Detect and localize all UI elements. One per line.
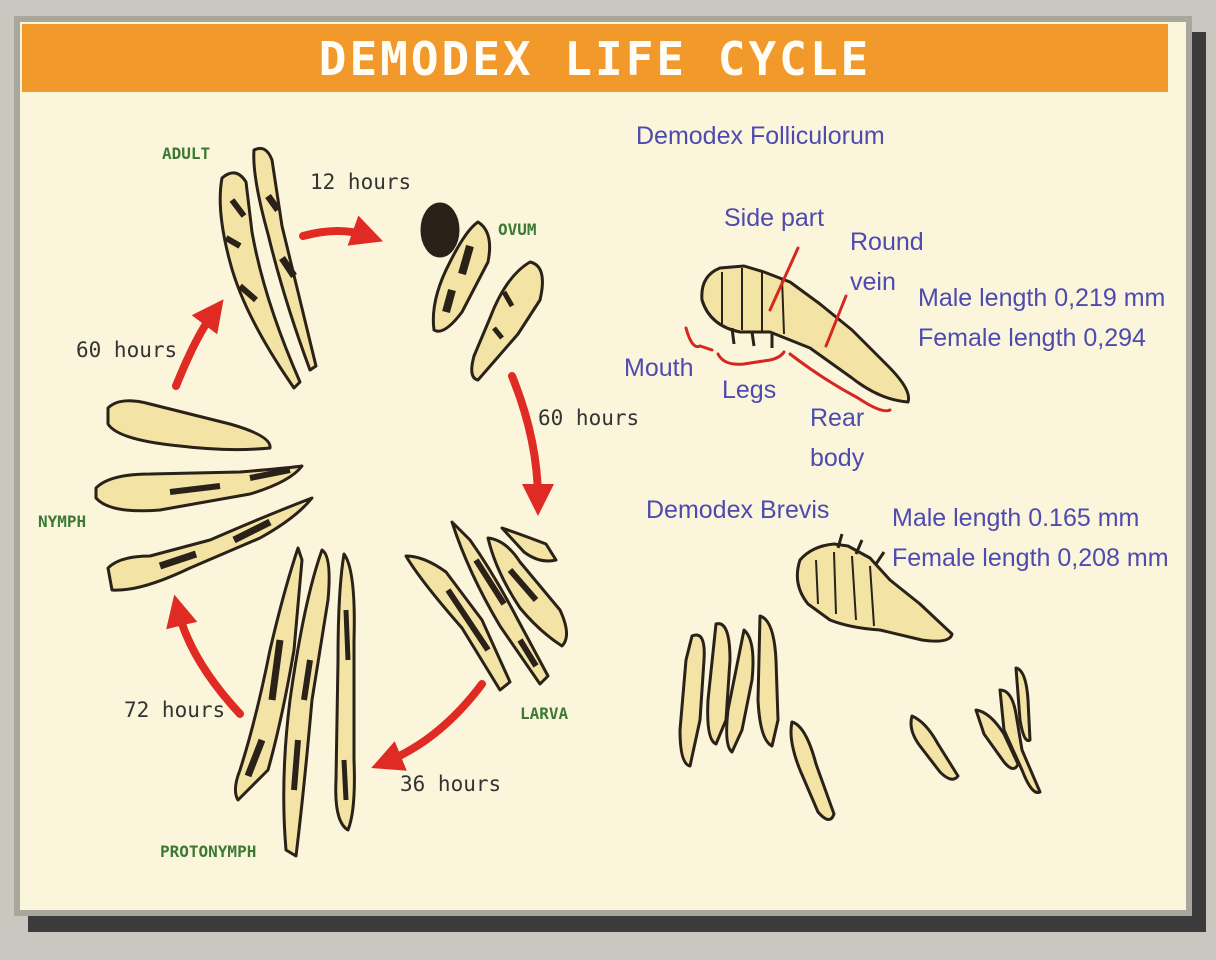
arrow-larva-to-protonymph	[371, 680, 486, 771]
brevis-male-length: Male length 0.165 mm	[892, 504, 1140, 532]
protonymph-mite-1	[233, 546, 304, 802]
ovum-egg	[420, 202, 460, 258]
round-vein-label-line2: vein	[850, 268, 896, 296]
rear-body-label-line2: body	[810, 444, 865, 472]
round-vein-label-line1: Round	[850, 228, 924, 256]
side-part-label: Side part	[724, 204, 825, 232]
rear-body-label-line1: Rear	[810, 404, 865, 432]
folliculorum-callouts	[684, 246, 892, 413]
rear-body-bracket	[788, 352, 892, 413]
legs-bracket	[716, 350, 786, 366]
larva-mite-1	[404, 554, 512, 692]
folliculorum-male-length: Male length 0,219 mm	[918, 284, 1166, 312]
nymph-mite-3	[106, 496, 314, 592]
legs-label: Legs	[722, 376, 777, 404]
title-bar: DEMODEX LIFE CYCLE	[22, 24, 1168, 92]
folliculorum-title: Demodex Folliculorum	[636, 122, 885, 150]
cycle-mites	[94, 146, 568, 858]
arrow-ovum-to-larva	[508, 372, 554, 516]
diagram-card	[14, 16, 1192, 916]
ovum-mite-2	[470, 260, 544, 382]
cycle-arrows	[166, 215, 554, 771]
side-part-pointer	[768, 246, 800, 312]
duration-nymph-to-adult: 60 hours	[76, 338, 178, 362]
duration-adult-to-ovum: 12 hours	[310, 170, 412, 194]
arrow-nymph-to-adult	[172, 299, 224, 390]
duration-ovum-to-larva: 60 hours	[538, 406, 640, 430]
duration-protonymph-to-nymph: 72 hours	[124, 698, 226, 722]
arrow-protonymph-to-nymph	[166, 594, 244, 718]
round-vein-pointer	[824, 294, 848, 348]
folliculorum-female-length: Female length 0,294	[918, 324, 1146, 352]
duration-larva-to-protonymph: 36 hours	[400, 772, 502, 796]
arrow-adult-to-ovum	[299, 215, 384, 246]
stage-label-larva: LARVA	[520, 704, 569, 723]
stage-label-ovum: OVUM	[498, 220, 537, 239]
mouth-label: Mouth	[624, 354, 694, 382]
larva-mite-4	[500, 526, 558, 563]
folliculorum-specimen	[700, 264, 911, 404]
protonymph-mite-3	[334, 552, 356, 832]
brevis-mite-cluster	[678, 614, 1042, 821]
brevis-title: Demodex Brevis	[646, 496, 830, 524]
stage-label-protonymph: PROTONYMPH	[160, 842, 257, 861]
brevis-specimen	[795, 533, 954, 643]
mouth-bracket	[684, 326, 714, 352]
stage-label-adult: ADULT	[162, 144, 211, 163]
brevis-female-length: Female length 0,208 mm	[892, 544, 1169, 572]
diagram-title: DEMODEX LIFE CYCLE	[318, 32, 872, 86]
nymph-mite-1	[106, 399, 272, 452]
stage-label-nymph: NYMPH	[38, 512, 87, 531]
